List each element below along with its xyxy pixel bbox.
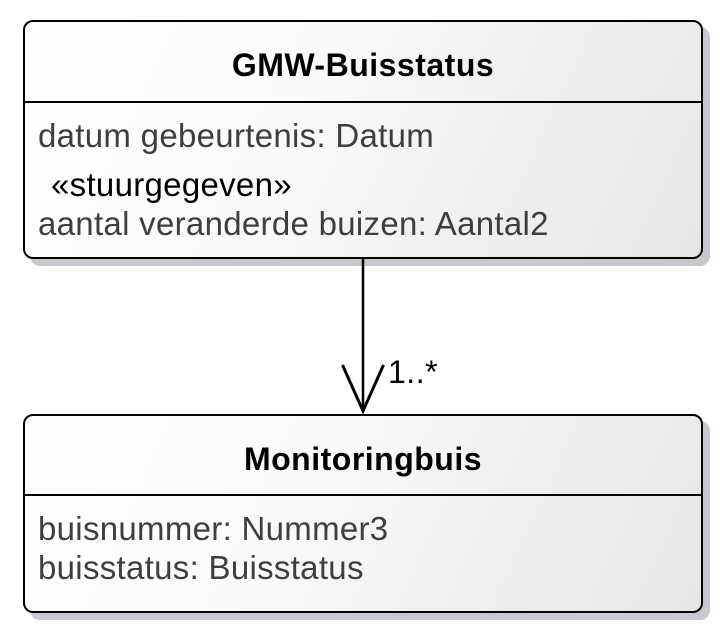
attribute-buisstatus: buisstatus: Buisstatus <box>38 549 364 586</box>
class-monitoringbuis: Monitoringbuis buisnummer: Nummer3 buiss… <box>23 414 703 613</box>
attribute-datum-gebeurtenis: datum gebeurtenis: Datum <box>38 117 435 154</box>
class-name: Monitoringbuis <box>243 440 483 477</box>
class-header: Monitoringbuis <box>25 416 701 496</box>
attribute-buisnummer: buisnummer: Nummer3 <box>38 510 389 547</box>
multiplicity-label: 1..* <box>388 354 439 390</box>
class-name: GMW-Buisstatus <box>231 47 495 83</box>
class-attribute-compartment: buisnummer: Nummer3 buisstatus: Buisstat… <box>25 496 701 587</box>
class-attribute-compartment: datum gebeurtenis: Datum «stuurgegeven» … <box>25 103 701 243</box>
attribute-aantal-veranderde-buizen: aantal veranderde buizen: Aantal2 <box>38 205 549 242</box>
open-arrowhead-icon <box>341 364 385 415</box>
class-header: GMW-Buisstatus <box>25 22 701 103</box>
stereotype-label: «stuurgegeven» <box>51 166 292 203</box>
class-gmw-buisstatus: GMW-Buisstatus datum gebeurtenis: Datum … <box>23 20 703 259</box>
